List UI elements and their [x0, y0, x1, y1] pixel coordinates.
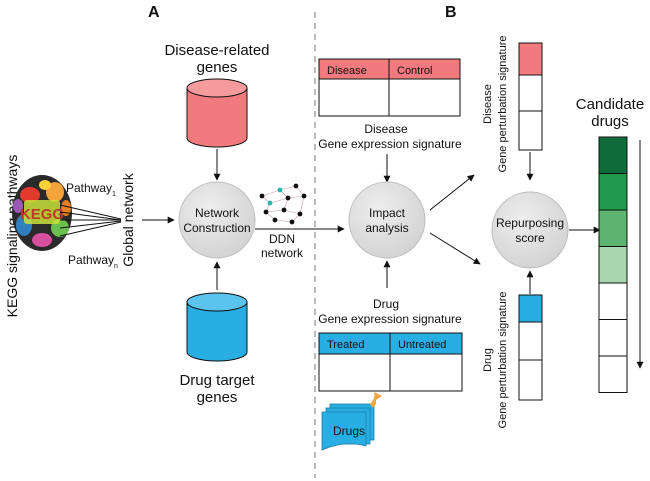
drug-table-col2: Untreated	[398, 339, 446, 351]
drug-target-label-line1: Drug target	[179, 372, 255, 389]
pathway-1-label: Pathway1	[66, 181, 116, 198]
arrow-impact-to-drug-perturbation	[429, 232, 481, 265]
ddn-network-graph-icon	[259, 183, 307, 225]
ddn-label-line1: DDN	[269, 232, 295, 246]
kegg-logo-icon: KEGG	[12, 175, 72, 251]
pathway-1-sub: 1	[112, 191, 116, 198]
pathway-n-base: Pathway	[68, 253, 114, 267]
pathway-n-label: Pathwayn	[68, 253, 118, 270]
disease-signature-caption2: Gene expression signature	[318, 137, 462, 151]
candidate-rank-cell	[598, 319, 628, 357]
drug-signature-caption2: Gene expression signature	[318, 312, 462, 326]
candidate-label-line2: drugs	[591, 113, 629, 130]
disease-signature-caption1: Disease	[364, 122, 408, 136]
pathway-n-sub: n	[114, 263, 118, 270]
drug-table-col1: Treated	[327, 339, 365, 351]
impact-analysis-node	[348, 181, 426, 259]
global-network-label: Global network	[120, 172, 136, 266]
disease-genes-database-icon	[186, 78, 248, 148]
drugs-stack-label: Drugs	[333, 424, 365, 438]
repurposing-line1: Repurposing	[496, 216, 564, 230]
repurposing-score-node	[491, 191, 569, 269]
drug-expression-table	[318, 332, 463, 392]
disease-perturbation-column	[518, 42, 543, 151]
drug-target-database-icon	[186, 292, 248, 362]
kegg-vertical-label: KEGG signaling pathways	[4, 155, 20, 318]
ddn-label-line2: network	[261, 246, 304, 260]
drug-perturbation-line2: Gene perturbation signature	[497, 292, 509, 429]
disease-table-col1: Disease	[327, 65, 367, 77]
arrow-impact-to-disease-perturbation	[429, 174, 475, 211]
pathway-1-base: Pathway	[66, 181, 112, 195]
network-construction-line2: Construction	[183, 221, 250, 235]
disease-perturbation-line1: Disease	[482, 84, 494, 124]
disease-table-col2: Control	[397, 65, 432, 77]
candidate-rank-cell	[598, 355, 628, 393]
repurposing-line2: score	[515, 231, 545, 245]
candidate-rank-cell	[598, 209, 628, 247]
impact-analysis-line1: Impact	[369, 206, 406, 220]
pathway-lines	[59, 204, 122, 237]
impact-analysis-line2: analysis	[365, 221, 408, 235]
panel-label-a: A	[148, 4, 160, 21]
drug-perturbation-line1: Drug	[482, 348, 494, 372]
candidate-ranking-column	[598, 136, 628, 393]
drug-perturbation-column	[518, 294, 543, 401]
candidate-rank-cell	[598, 173, 628, 211]
disease-expression-table	[318, 58, 461, 117]
candidate-rank-cell	[598, 246, 628, 284]
disease-genes-label-line2: genes	[197, 59, 238, 76]
network-construction-line1: Network	[195, 206, 240, 220]
candidate-rank-cell	[598, 136, 628, 174]
drug-target-label-line2: genes	[197, 389, 238, 406]
candidate-rank-cell	[598, 282, 628, 320]
disease-perturbation-line2: Gene perturbation signature	[497, 36, 509, 173]
candidate-label-line1: Candidate	[576, 96, 644, 113]
drugs-stack-icon	[321, 392, 382, 451]
drug-signature-caption1: Drug	[373, 297, 399, 311]
network-construction-node	[178, 181, 256, 259]
kegg-logo-text: KEGG	[20, 206, 64, 223]
disease-genes-label-line1: Disease-related	[164, 42, 269, 59]
panel-label-b: B	[445, 4, 457, 21]
